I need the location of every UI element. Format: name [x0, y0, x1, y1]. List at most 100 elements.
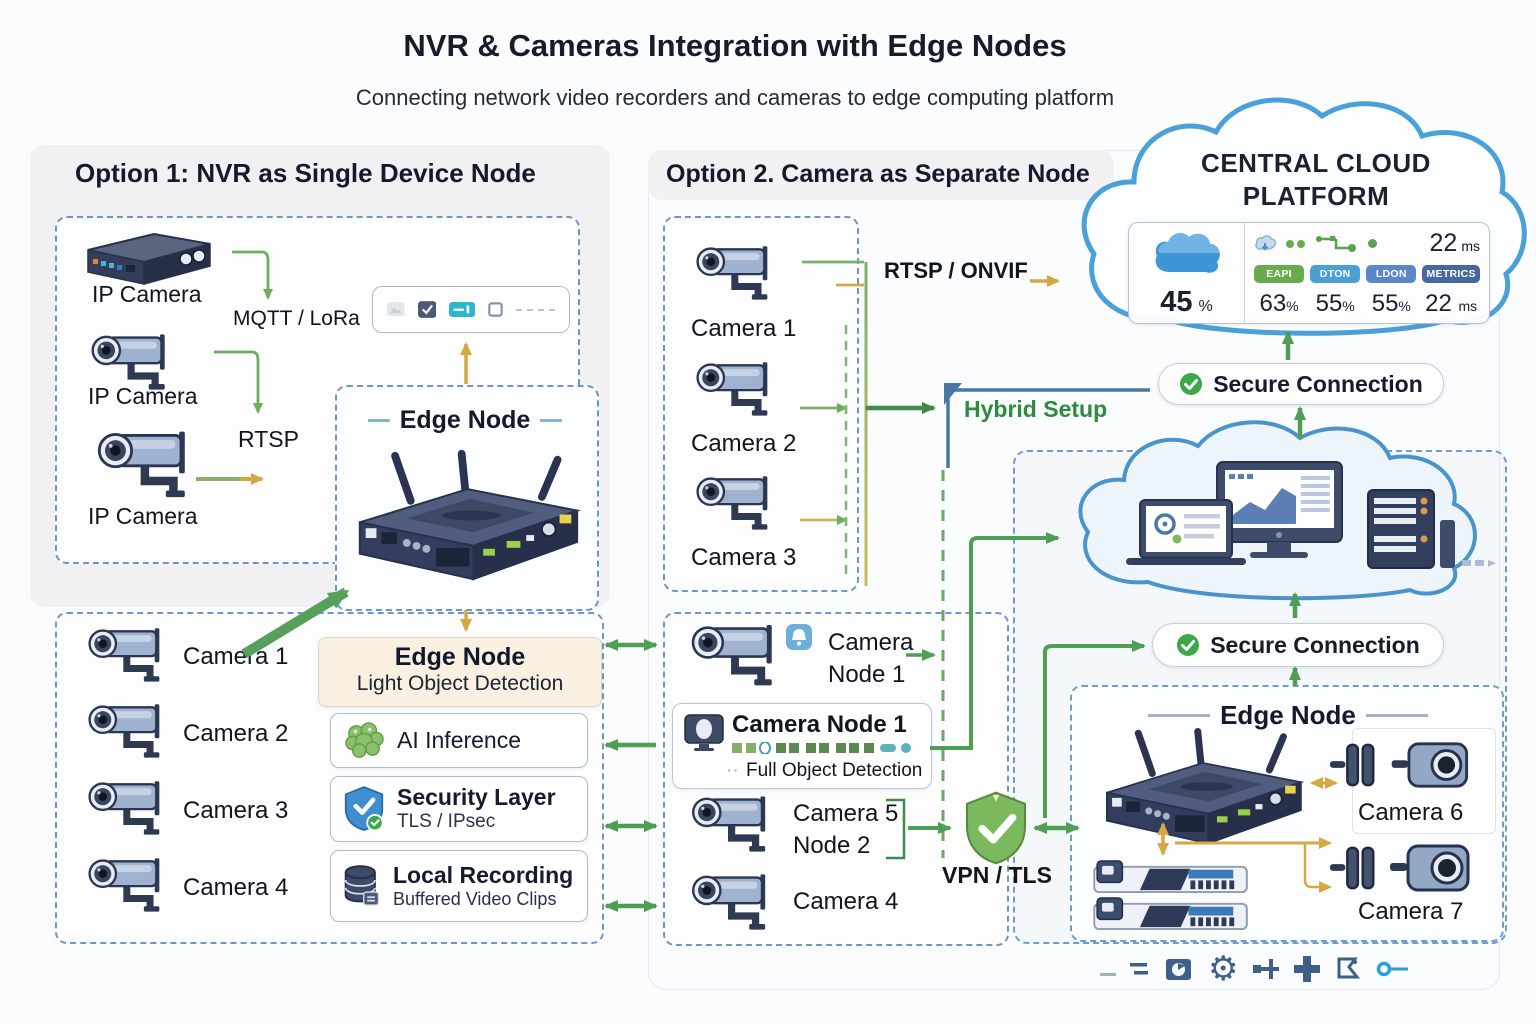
check-circle-icon — [1179, 372, 1203, 396]
ip-camera-1-label: IP Camera — [92, 281, 202, 307]
camera-4-icon — [78, 852, 188, 914]
rtsp-label: RTSP — [238, 426, 299, 452]
tls-ipsec-label: TLS / IPsec — [397, 811, 496, 833]
page-subtitle: Connecting network video recorders and c… — [355, 85, 1115, 110]
buffered-clips-label: Buffered Video Clips — [393, 888, 557, 909]
edge-node-2-title: Edge Node — [1220, 700, 1356, 730]
camera-4-label: Camera 4 — [183, 874, 289, 901]
badge-eapi: EAPI — [1254, 265, 1305, 283]
secure-connection-badge-1: Secure Connection — [1158, 363, 1444, 405]
metric-value-4: 22 ms — [1425, 290, 1478, 317]
camera-4-node-label: Camera 4 — [793, 888, 899, 915]
sync-box-icon — [1166, 959, 1191, 980]
secure-connection-badge-2: Secure Connection — [1152, 623, 1444, 667]
camera-2-icon — [78, 698, 188, 760]
latency-unit: ms — [1461, 238, 1480, 254]
local-recording-label: Local Recording — [393, 862, 574, 889]
camera-node1-label-line1: Camera — [828, 629, 914, 656]
brain-icon — [343, 722, 385, 760]
opt2-camera-3-icon — [685, 470, 797, 532]
database-icon — [343, 864, 381, 908]
metrics-values-row: 63% 55% 55% 22 ms — [1254, 290, 1480, 318]
feature-ai-inference: AI Inference — [330, 713, 588, 768]
camera-7-mount-icon — [1330, 845, 1380, 891]
opt2-camera-2-label: Camera 2 — [691, 430, 797, 457]
ip-camera-2-label: IP Camera — [88, 383, 198, 409]
monitor-icon — [684, 714, 724, 752]
footer-icons-row: ⚙ — [1128, 949, 1410, 989]
checkbox-icon — [417, 301, 437, 318]
badge-ldon: LDON — [1366, 265, 1417, 283]
badge-dton: DTON — [1310, 265, 1361, 283]
detection-progress-dots — [732, 742, 911, 754]
header2-line-left — [1148, 714, 1211, 717]
status-dots-icon — [1286, 239, 1305, 248]
camera-node1-card-title: Camera Node 1 — [732, 711, 907, 738]
metric-value-2: 55% — [1315, 290, 1355, 317]
cloud-title-line1: CENTRAL CLOUD — [1201, 148, 1431, 178]
camera-7-head-icon — [1390, 842, 1474, 894]
node-dot-icon — [1377, 961, 1409, 977]
cpu-cell: 45 % — [1129, 223, 1245, 323]
camera-6-head-icon — [1390, 740, 1474, 790]
cloud-title-line2: PLATFORM — [1242, 181, 1390, 211]
square-icon — [488, 302, 504, 317]
header-line-right — [540, 419, 563, 422]
secure-connection-2-label: Secure Connection — [1210, 631, 1420, 658]
option2-title: Option 2. Camera as Separate Node — [666, 160, 1090, 188]
full-object-detection-label: Full Object Detection — [746, 760, 923, 781]
vpn-shield-icon — [960, 790, 1032, 866]
edge-router-icon — [350, 446, 585, 586]
page-title: NVR & Cameras Integration with Edge Node… — [403, 28, 1067, 63]
check-circle-icon-2 — [1176, 633, 1200, 657]
option1-edge-node-title: Edge Node — [399, 406, 531, 434]
badge-metrics: METRICS — [1422, 265, 1480, 283]
secure-connection-1-label: Secure Connection — [1213, 370, 1423, 397]
option1-title: Option 1: NVR as Single Device Node — [75, 158, 536, 188]
nvr-rack-1-icon — [1092, 860, 1250, 895]
nvr-device-icon — [82, 230, 217, 288]
nvr-rack-2-icon — [1092, 897, 1250, 932]
camera-1-icon — [78, 622, 188, 684]
edge-node-2-header: Edge Node — [1120, 700, 1456, 731]
cpu-unit: % — [1198, 298, 1213, 315]
camera-6-label: Camera 6 — [1358, 799, 1464, 826]
rtsp-onvif-label: RTSP / ONVIF — [884, 258, 1028, 283]
ip-camera-3-icon — [85, 424, 220, 500]
camera-7-label: Camera 7 — [1358, 898, 1464, 925]
camera-5-icon — [682, 790, 794, 854]
header2-line-right — [1365, 714, 1428, 717]
camera-6-mount-icon — [1330, 742, 1380, 788]
edge-cloud-illustration — [1078, 420, 1496, 601]
opt2-camera-3-label: Camera 3 — [691, 544, 797, 571]
camera-4-node-icon — [682, 868, 794, 932]
route-icon — [1316, 235, 1356, 252]
ip-camera-3-label: IP Camera — [88, 503, 198, 529]
edge-card-title: Edge Node — [394, 643, 526, 671]
list-lines-icon — [1130, 963, 1148, 975]
header-line-left — [367, 419, 390, 422]
option2-panel-header — [648, 150, 1114, 200]
green-dot-icon — [1368, 239, 1377, 248]
shield-icon — [343, 785, 385, 833]
camera-5-label: Camera 5 — [793, 800, 899, 827]
gear-icon: ⚙ — [1208, 949, 1239, 989]
edge-card-header: Edge Node Light Object Detection — [318, 637, 602, 707]
dots-decoration: ·· — [726, 760, 739, 781]
camera-2-label: Camera 2 — [183, 720, 289, 747]
edge-card-subtitle: Light Object Detection — [356, 672, 564, 695]
latency-value: 22 — [1429, 229, 1458, 257]
metrics-icons-row: 22 ms — [1254, 229, 1480, 258]
camera-node1-label-line2: Node 1 — [828, 661, 906, 688]
dashed-placeholder — [516, 308, 555, 311]
camera-3-label: Camera 3 — [183, 797, 289, 824]
plug-plus-icon — [1253, 959, 1280, 979]
ai-inference-label: AI Inference — [397, 727, 522, 753]
metric-value-3: 55% — [1371, 290, 1411, 317]
feature-local-recording: Local Recording Buffered Video Clips — [330, 850, 588, 922]
opt2-camera-1-label: Camera 1 — [691, 315, 797, 342]
toggle-icon — [449, 302, 476, 317]
opt2-camera-2-icon — [685, 356, 797, 418]
image-icon — [387, 302, 405, 317]
